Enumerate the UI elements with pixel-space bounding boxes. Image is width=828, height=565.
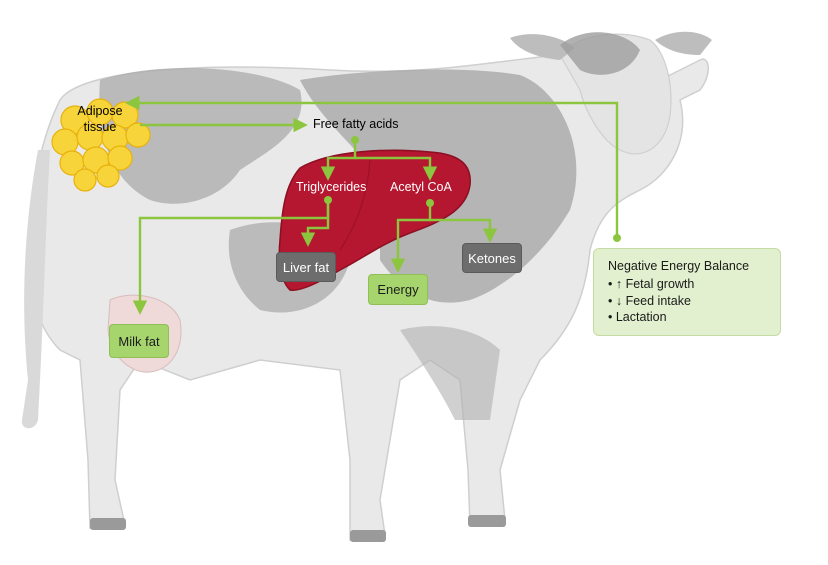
ketones-box: Ketones	[462, 243, 522, 273]
acetyl-coa-label: Acetyl CoA	[390, 180, 452, 194]
arrow-neb-to-adipose	[125, 95, 619, 238]
neb-title: Negative Energy Balance	[608, 259, 750, 273]
negative-energy-balance-panel: Negative Energy Balance • ↑ Fetal growth…	[593, 248, 781, 336]
neb-item-fetal-growth: • ↑ Fetal growth	[608, 277, 695, 291]
adipose-label: Adipose tissue	[72, 103, 128, 135]
adipose-label-line2: tissue	[83, 120, 117, 134]
neb-item-feed-intake: • ↓ Feed intake	[608, 293, 691, 308]
free-fatty-acids-label: Free fatty acids	[313, 117, 399, 131]
triglycerides-label: Triglycerides	[296, 180, 367, 194]
neb-item-lactation: • Lactation	[608, 310, 667, 324]
adipose-label-line1: Adipose	[77, 104, 123, 118]
arrow-ffa-to-acetylcoa	[355, 156, 438, 181]
energy-box: Energy	[368, 274, 428, 305]
milk-fat-box: Milk fat	[109, 324, 169, 358]
neb-list: • ↑ Fetal growth • ↓ Feed intake • Lacta…	[608, 276, 766, 326]
arrow-acetylcoa-to-energy	[390, 203, 432, 273]
arrows	[125, 95, 621, 315]
arrow-triglycerides-to-milkfat	[132, 200, 330, 315]
arrow-ffa-to-triglycerides	[320, 140, 357, 181]
arrow-acetylcoa-to-ketones	[430, 218, 498, 243]
liver-fat-box: Liver fat	[276, 252, 336, 282]
